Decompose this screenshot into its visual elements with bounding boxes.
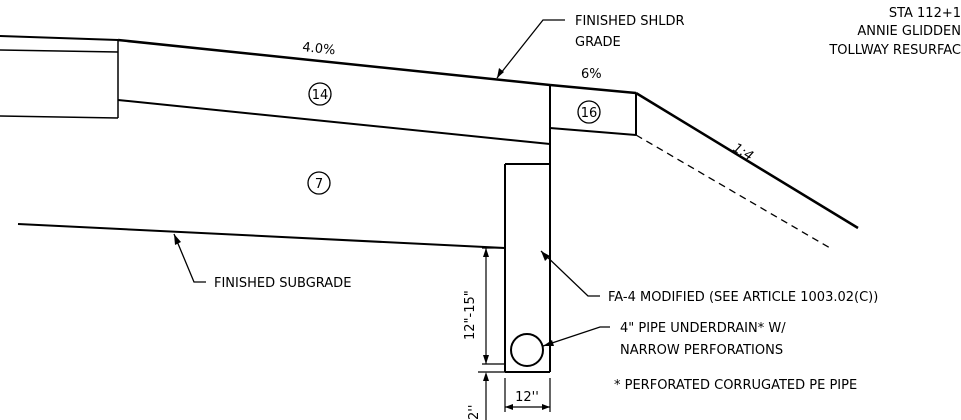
finished-subgrade-leader bbox=[173, 233, 206, 283]
layer-14-bottom bbox=[117, 99, 551, 145]
outer-slope-label: 6% bbox=[581, 67, 602, 82]
finished-shoulder-leader bbox=[496, 19, 565, 79]
foreslope-line bbox=[635, 91, 859, 230]
bottom-dimension bbox=[478, 371, 505, 420]
svg-text:16: 16 bbox=[581, 106, 598, 121]
pipe-text-1: 4" PIPE UNDERDRAIN* W/ bbox=[620, 321, 786, 336]
fa4-leader bbox=[540, 250, 600, 297]
title-line-2: ANNIE GLIDDEN bbox=[857, 24, 961, 39]
trench-depth-label: 12"-15" bbox=[463, 290, 478, 340]
layer-16-label: 16 bbox=[577, 100, 601, 124]
subgrade-slope-dashed bbox=[635, 134, 831, 249]
fa4-text: FA-4 MODIFIED (SEE ARTICLE 1003.02(C)) bbox=[608, 290, 878, 305]
svg-text:14: 14 bbox=[312, 88, 329, 103]
foreslope-ratio-label: 1:4 bbox=[730, 141, 756, 165]
footnote-text: * PERFORATED CORRUGATED PE PIPE bbox=[614, 378, 857, 393]
layer-7-label: 7 bbox=[307, 171, 331, 195]
finished-shoulder-text-2: GRADE bbox=[575, 35, 621, 50]
title-line-1: STA 112+1 bbox=[889, 6, 961, 21]
finished-shoulder-surface bbox=[117, 38, 551, 87]
title-line-3: TOLLWAY RESURFAC bbox=[828, 43, 961, 58]
existing-pavement bbox=[0, 35, 119, 119]
shoulder-slope-label: 4.0% bbox=[302, 40, 336, 58]
outer-shoulder-surface bbox=[549, 83, 637, 95]
pipe-leader bbox=[542, 326, 610, 347]
svg-text:7: 7 bbox=[315, 177, 323, 192]
layer-14-label: 14 bbox=[308, 82, 332, 106]
trench-width-label: 12'' bbox=[515, 390, 539, 405]
finished-shoulder-text-1: FINISHED SHLDR bbox=[575, 14, 685, 29]
underdrain-pipe bbox=[510, 333, 544, 367]
trench-width-dimension bbox=[504, 378, 551, 412]
pipe-text-2: NARROW PERFORATIONS bbox=[620, 343, 783, 358]
bottom-dimension-label: 2'' bbox=[467, 405, 482, 420]
trench-depth-dimension bbox=[482, 247, 505, 365]
layer-16-box bbox=[549, 85, 637, 136]
finished-subgrade-line bbox=[17, 223, 506, 249]
finished-subgrade-text: FINISHED SUBGRADE bbox=[214, 276, 351, 291]
underdrain-trench bbox=[504, 128, 551, 373]
